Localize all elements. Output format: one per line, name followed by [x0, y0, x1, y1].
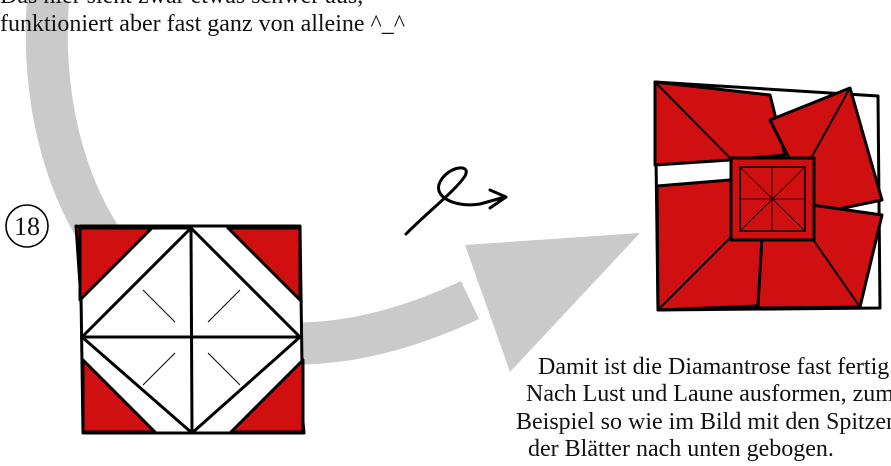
petal-top-left: [653, 80, 787, 167]
vertical-crease: [189, 227, 194, 434]
red-corner-br: [229, 358, 305, 434]
bottom-text-line-3: Beispiel so wie im Bild mit den Spitzen: [516, 409, 891, 435]
turn-over-symbol-icon: [404, 166, 508, 236]
finished-rose-model: [653, 80, 884, 312]
bottom-text-line-4: der Blätter nach unten gebogen.: [528, 436, 834, 462]
petal-top-right: [768, 86, 884, 217]
bottom-text-line-1: Damit ist die Diamantrose fast fertig.: [538, 354, 891, 380]
top-text-line-1: Das hier sieht zwar etwas schwer aus,: [0, 0, 363, 9]
step-number: 18: [14, 212, 40, 241]
top-text-line-2: funktioniert aber fast ganz von alleine …: [0, 11, 405, 37]
step-number-circle: [5, 204, 49, 248]
step-18-model: [74, 224, 306, 435]
step-number-badge: 18: [5, 204, 49, 248]
red-corner-bl: [81, 358, 157, 434]
rose-center-creases: [739, 166, 806, 232]
red-corner-tl: [78, 226, 154, 302]
red-corner-tr: [226, 226, 302, 302]
bottom-text-line-2: Nach Lust und Laune ausformen, zum: [526, 381, 891, 407]
center-creases: [142, 289, 241, 386]
